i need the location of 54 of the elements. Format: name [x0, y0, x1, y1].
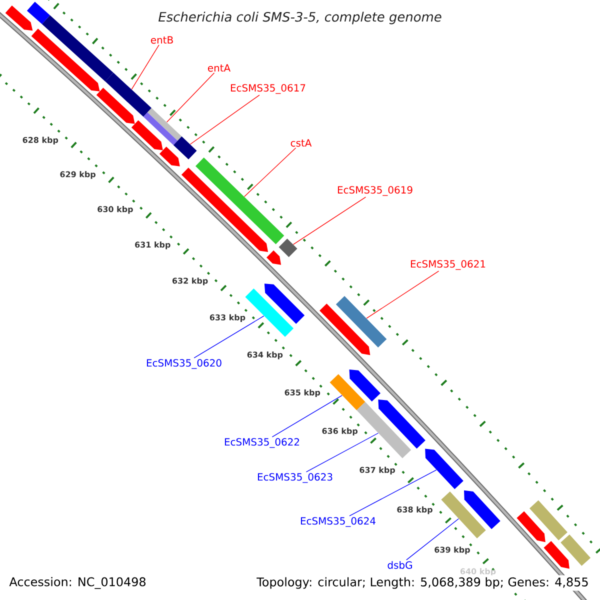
gene-feature [320, 304, 370, 356]
gene-feature [530, 500, 568, 540]
gene-feature [464, 490, 500, 530]
gene-label: entB [150, 36, 173, 44]
gene-label: EcSMS35_0624 [300, 517, 376, 527]
gene-feature [425, 448, 464, 490]
leader-line [349, 470, 437, 516]
leader-line [406, 518, 459, 560]
gene-feature [105, 72, 152, 117]
gene-feature [181, 168, 268, 252]
leader-line [366, 270, 440, 319]
gene-feature [544, 541, 570, 569]
gene-label: EcSMS35_0619 [338, 186, 412, 196]
footer-text: Topology: circular; Length: 5,068,389 bp; Genes: 4,855 [254, 575, 591, 591]
gene-feature [330, 374, 366, 410]
gene-label: dsbG [388, 561, 412, 569]
gene-feature [143, 108, 182, 146]
gene-label: EcSMS35_0620 [146, 359, 222, 369]
gene-feature [266, 250, 282, 265]
gene-label: EcSMS35_0622 [224, 438, 300, 448]
gene-feature [96, 88, 135, 124]
leader-line [166, 72, 215, 122]
gene-feature [26, 2, 50, 24]
leader-line [306, 432, 379, 472]
leader-line [194, 316, 264, 358]
gene-feature [356, 402, 412, 458]
gene-feature [560, 534, 591, 566]
gene-label: EcSMS35_0617 [230, 84, 306, 94]
gene-feature [378, 399, 426, 449]
leader-line [190, 94, 260, 145]
gene-feature [42, 15, 114, 82]
gene-label: entA [208, 64, 230, 72]
gene-feature [349, 369, 380, 402]
gene-feature [159, 146, 180, 166]
gene-feature [173, 136, 197, 160]
gene-feature [245, 288, 294, 337]
footer-text: Accession: NC_010498 [9, 577, 146, 589]
gene-feature [516, 511, 546, 542]
gene-label: EcSMS35_0621 [410, 260, 486, 270]
gene-feature [131, 120, 163, 150]
gene-label: cstA [290, 139, 312, 147]
gene-feature [441, 491, 486, 538]
gene-feature [336, 296, 387, 348]
leader-line [272, 395, 342, 438]
gene-feature [31, 28, 100, 92]
title: Escherichia coli SMS-3-5, complete genome [158, 12, 442, 24]
gene-feature [264, 284, 305, 324]
gene-feature [5, 6, 33, 31]
gene-label: EcSMS35_0623 [258, 473, 332, 483]
gene-feature [278, 238, 298, 258]
gene-feature [195, 157, 284, 244]
leader-line [292, 196, 366, 245]
leader-line [244, 148, 296, 197]
leader-line [131, 44, 160, 90]
